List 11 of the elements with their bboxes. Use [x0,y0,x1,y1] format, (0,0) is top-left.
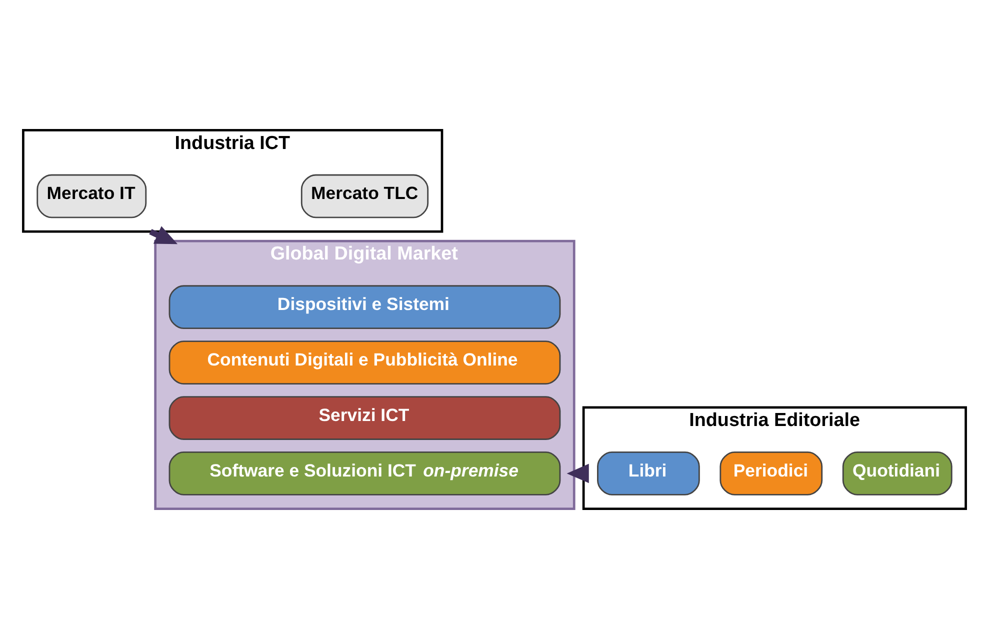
arrow [566,464,589,484]
node-box: Dispositivi e Sistemi [168,285,561,330]
node-box: Contenuti Digitali e Pubblicità Online [168,340,561,384]
node-box: Servizi ICT [168,396,561,440]
node-box: Mercato TLC [300,174,429,218]
node-box: Software e Soluzioni ICT on-premise [168,452,561,496]
node-box: Mercato IT [36,174,147,218]
arrow [149,226,178,244]
node-box: Periodici [720,452,823,496]
node-box: Libri [597,452,700,496]
node-box: Quotidiani [842,452,952,496]
